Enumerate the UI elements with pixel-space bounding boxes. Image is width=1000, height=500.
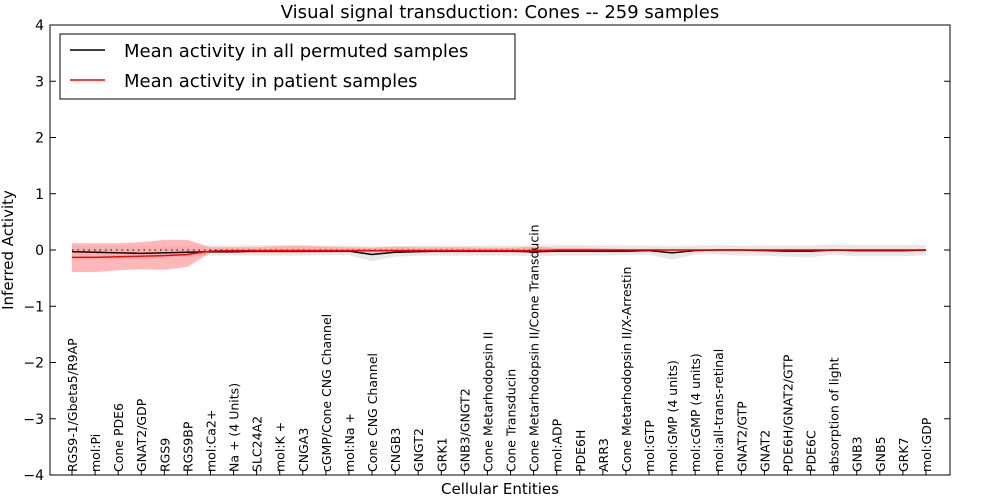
x-tick-label: PDE6H/GNAT2/GTP	[780, 354, 795, 472]
x-axis-label: Cellular Entities	[441, 480, 559, 498]
chart-title: Visual signal transduction: Cones -- 259…	[281, 2, 719, 23]
x-tick-label: Cone PDE6	[111, 403, 126, 472]
x-tick-label: mol:Na +	[342, 413, 357, 472]
band-series-1	[72, 239, 926, 272]
y-tick-label: −1	[23, 299, 44, 315]
x-tick-label: Cone Metarhodopsin II/X-Arrestin	[619, 267, 634, 472]
y-tick-label: 4	[35, 18, 44, 34]
y-tick-label: −3	[23, 412, 44, 428]
y-tick-label: 3	[35, 74, 44, 90]
x-tick-label: SLC24A2	[250, 416, 265, 472]
legend: Mean activity in all permuted samples Me…	[59, 33, 516, 100]
x-tick-label: CNGB3	[388, 428, 403, 472]
x-tick-label: mol:cGMP (4 units)	[688, 353, 703, 472]
x-tick-label: mol:GMP (4 units)	[665, 360, 680, 472]
x-tick-label: GNB5	[873, 436, 888, 472]
x-tick-label: PDE6C	[804, 430, 819, 472]
y-tick-label: −4	[23, 468, 44, 484]
x-tick-label: Cone Metarhodopsin II	[480, 332, 495, 472]
x-tick-label: GNAT2/GTP	[734, 401, 749, 472]
x-tick-label: GRK7	[896, 437, 911, 472]
x-tick-label: RGS9BP	[180, 421, 195, 472]
x-tick-label: mol:K +	[273, 422, 288, 472]
y-axis-label: Inferred Activity	[0, 190, 17, 310]
x-tick-label: CNGA3	[296, 428, 311, 472]
y-tick-label: 0	[35, 243, 44, 259]
x-tick-label: PDE6H	[573, 430, 588, 472]
plot-frame	[49, 24, 951, 476]
legend-label-patient: Mean activity in patient samples	[124, 71, 418, 92]
x-tick-label: mol:ADP	[550, 418, 565, 472]
x-tick-label: Na + (4 Units)	[227, 383, 242, 472]
x-tick-label: mol:GDP	[919, 417, 934, 472]
line-series-1	[72, 249, 926, 259]
x-tick-label: GNB3	[850, 436, 865, 472]
x-tick-label: mol:Pi	[88, 434, 103, 472]
x-tick-label: GNB3/GNGT2	[457, 388, 472, 472]
y-tick-label: −2	[23, 356, 44, 372]
x-tick-label: GRK1	[434, 437, 449, 472]
x-tick-label: GNAT2	[757, 430, 772, 472]
x-tick-label: Cone CNG Channel	[365, 353, 380, 472]
legend-label-permuted: Mean activity in all permuted samples	[124, 41, 468, 62]
x-tick-label: cGMP/Cone CNG Channel	[319, 314, 334, 472]
x-tick-label: RGS9-1/Gbeta5/R9AP	[65, 338, 80, 472]
x-tick-label: mol:all-trans-retinal	[711, 349, 726, 472]
x-tick-label: GNAT2/GDP	[134, 398, 149, 472]
x-tick-label: absorption of light	[827, 357, 842, 472]
x-tick-label: GNGT2	[411, 428, 426, 472]
x-tick-label: Cone Transducin	[504, 369, 519, 472]
x-tick-label: RGS9	[157, 438, 172, 472]
x-tick-label: Cone Metarhodopsin II/Cone Transducin	[527, 224, 542, 472]
x-tick-label: mol:GTP	[642, 420, 657, 472]
x-tick-label: mol:Ca2+	[203, 410, 218, 472]
y-tick-label: 1	[35, 187, 44, 203]
y-tick-label: 2	[35, 131, 44, 147]
x-tick-label: ARR3	[596, 438, 611, 472]
